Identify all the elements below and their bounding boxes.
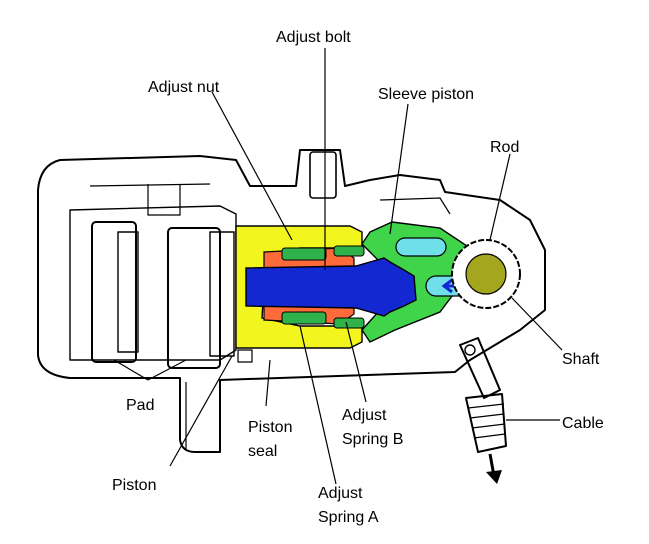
label-cable: Cable xyxy=(562,415,604,432)
cable-pull-arrow-icon xyxy=(486,470,502,484)
label-adjust-bolt: Adjust bolt xyxy=(276,29,351,46)
leader-lines xyxy=(113,48,563,485)
label-adjust-spring-b-line1: Adjust xyxy=(342,407,387,424)
label-piston-seal-line2: seal xyxy=(248,443,277,460)
adjust-spring-a xyxy=(281,247,327,325)
caliper-body xyxy=(37,149,546,453)
label-adjust-spring-b-line2: Spring B xyxy=(342,431,403,448)
adjust-spring-b xyxy=(333,245,365,329)
label-adjust-nut: Adjust nut xyxy=(148,79,220,96)
label-sleeve-piston: Sleeve piston xyxy=(378,86,474,103)
label-piston: Piston xyxy=(112,477,156,494)
label-piston-seal-line1: Piston xyxy=(248,419,292,436)
adjust-bolt-shape xyxy=(245,257,417,317)
label-rod: Rod xyxy=(490,139,519,156)
shaft-shape xyxy=(465,253,507,295)
label-adjust-spring-a-line1: Adjust xyxy=(318,485,363,502)
bleeder-screw xyxy=(309,151,337,199)
pad-outer xyxy=(91,221,139,363)
rod-upper-shape xyxy=(395,237,447,257)
label-pad: Pad xyxy=(126,397,154,414)
cable-shape xyxy=(465,393,507,484)
piston-seal-ring xyxy=(237,349,253,363)
label-shaft: Shaft xyxy=(562,351,600,368)
pad-inner xyxy=(167,227,235,369)
parking-lever xyxy=(459,337,501,399)
label-adjust-spring-a-line2: Spring A xyxy=(318,509,379,526)
